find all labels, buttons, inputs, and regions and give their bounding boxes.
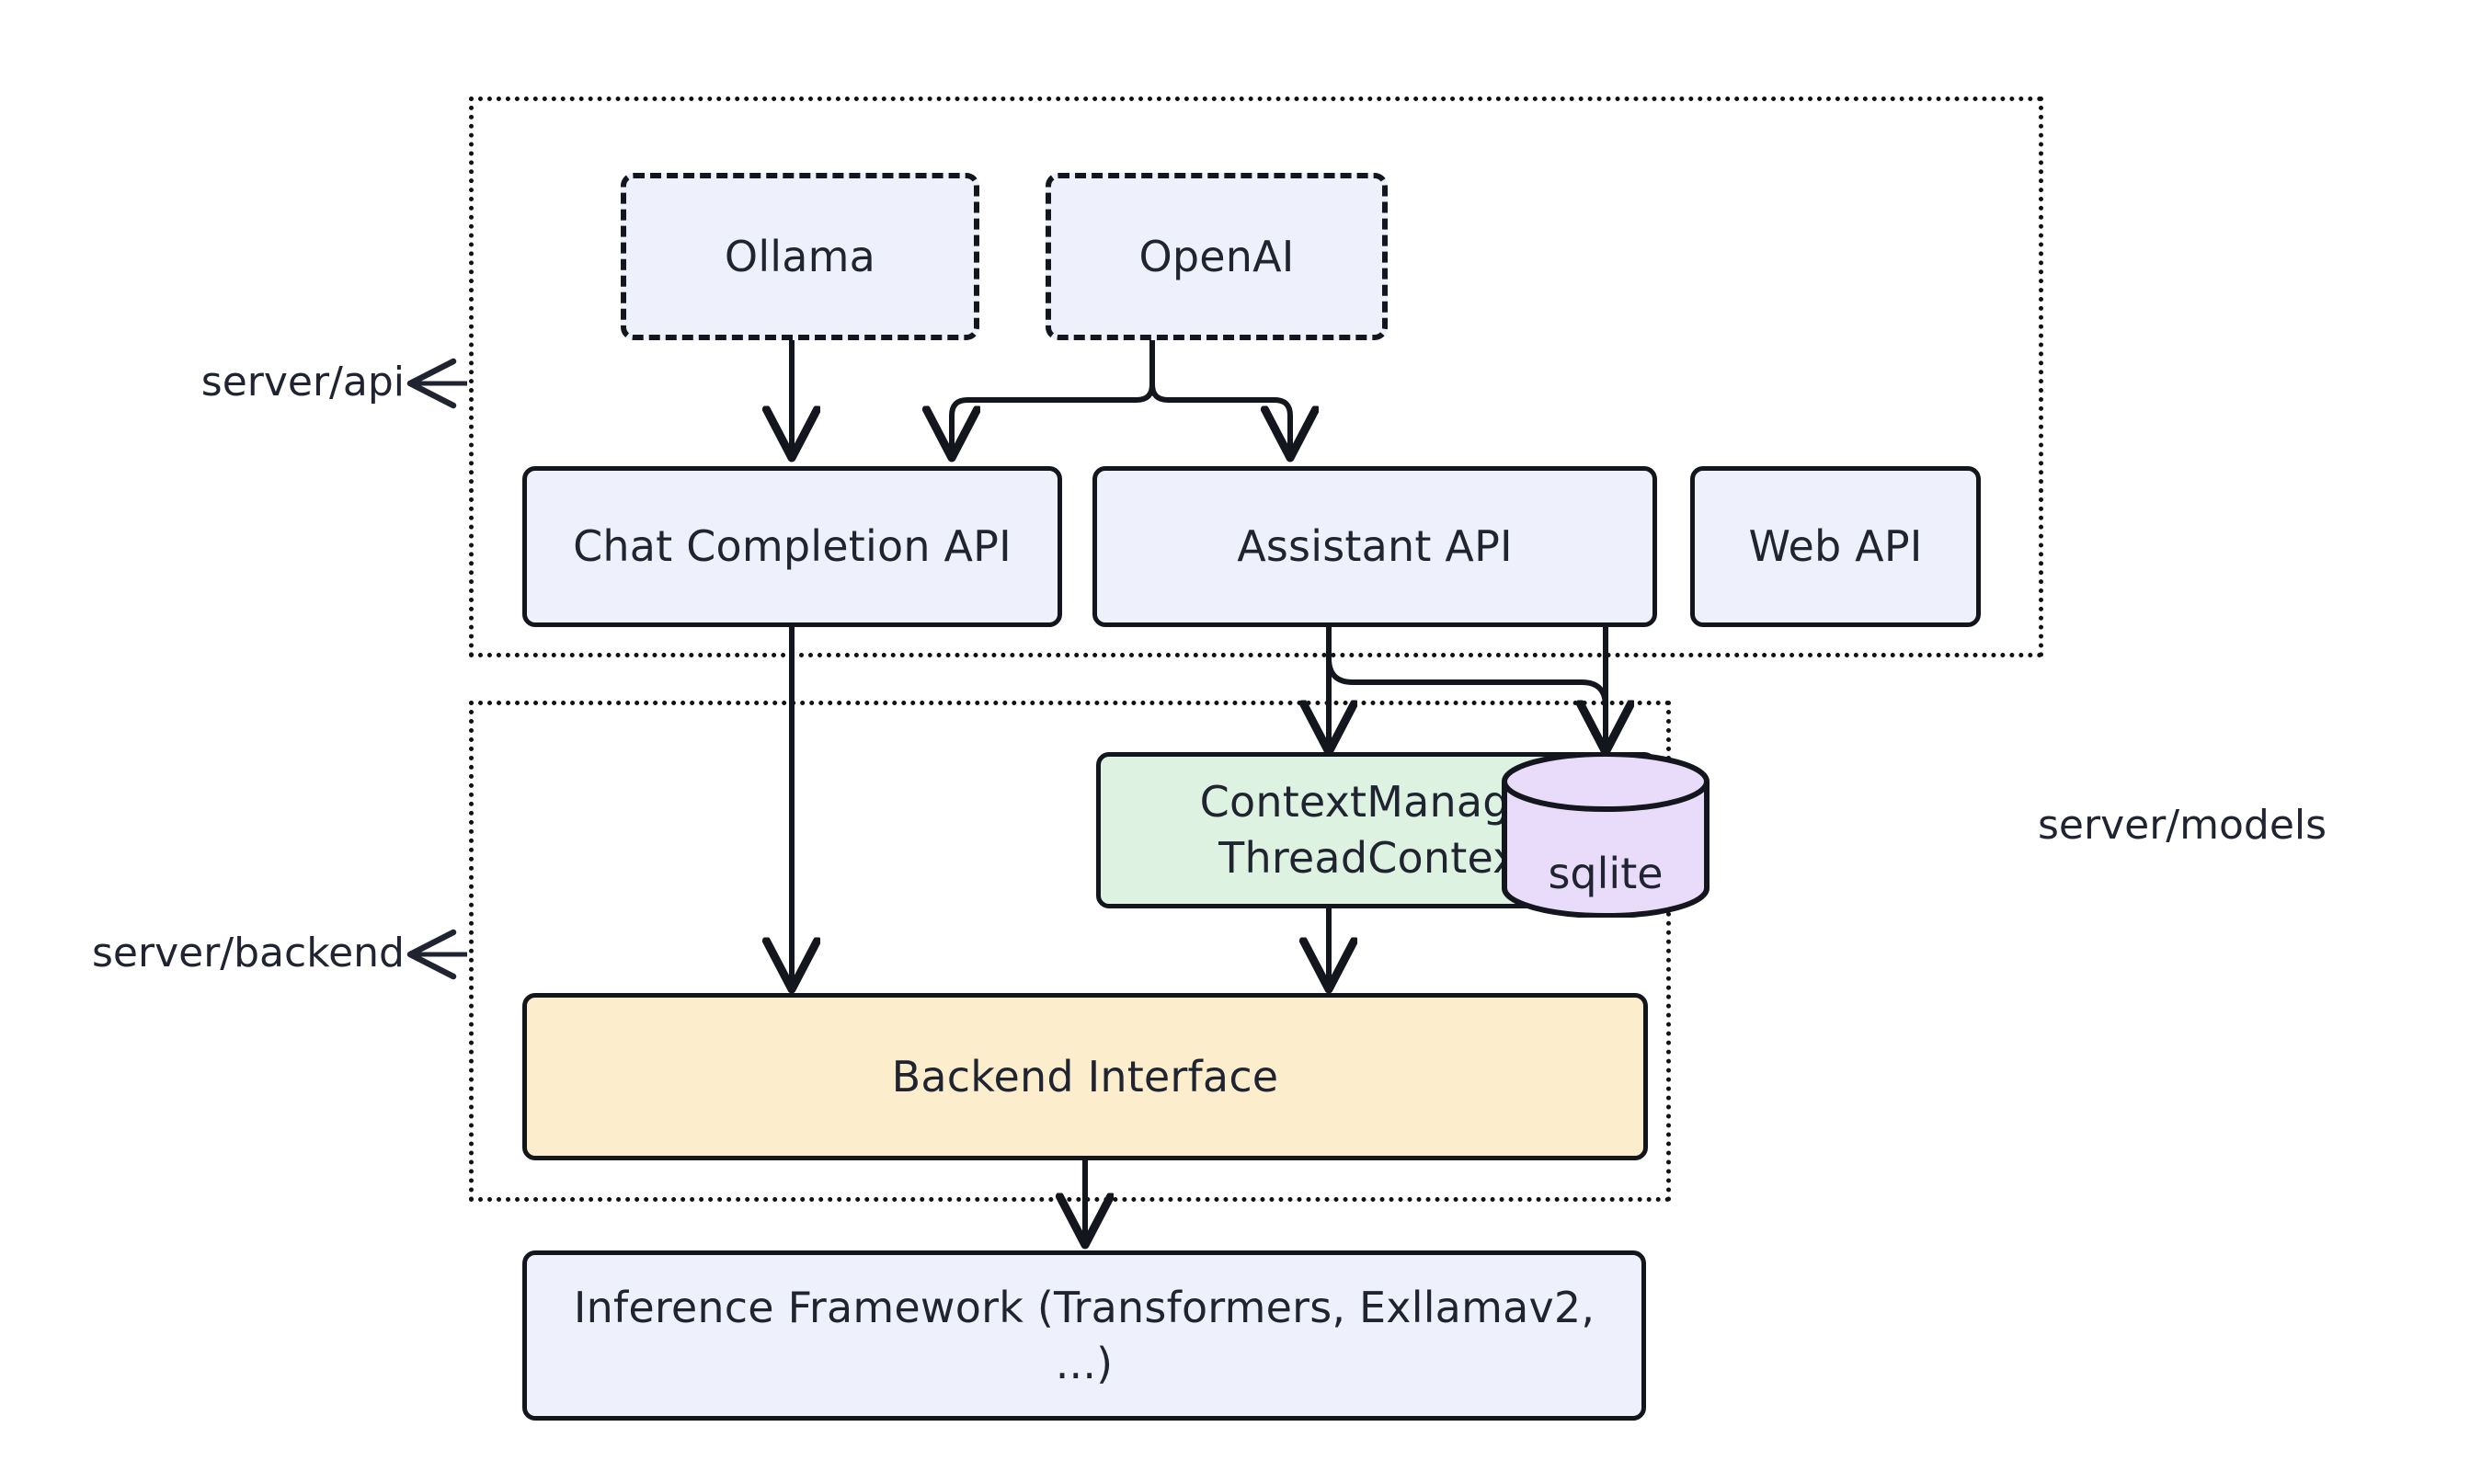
node-ollama[interactable]: Ollama	[621, 173, 979, 340]
node-context-manager-label: ContextManager ThreadContext	[1101, 774, 1652, 885]
group-label-server-api-text: server/api	[200, 359, 405, 405]
group-label-server-models: server/models	[2038, 802, 2327, 849]
node-inference-framework-label: Inference Framework (Transformers, Exlla…	[573, 1282, 1595, 1388]
node-openai[interactable]: OpenAI	[1046, 173, 1388, 340]
node-chat-completion-api[interactable]: Chat Completion API	[522, 466, 1062, 627]
group-label-server-api: server/api	[55, 359, 405, 405]
node-sqlite[interactable]: sqlite	[1499, 751, 1712, 919]
node-assistant-api[interactable]: Assistant API	[1092, 466, 1657, 627]
node-backend-interface[interactable]: Backend Interface	[522, 993, 1648, 1160]
group-label-server-models-text: server/models	[2038, 802, 2327, 849]
node-chat-completion-api-label: Chat Completion API	[573, 521, 1012, 572]
node-inference-framework[interactable]: Inference Framework (Transformers, Exlla…	[522, 1250, 1646, 1421]
node-backend-interface-label: Backend Interface	[891, 1051, 1279, 1102]
node-web-api[interactable]: Web API	[1690, 466, 1981, 627]
node-ollama-label: Ollama	[724, 231, 876, 281]
cylinder-shape	[1502, 751, 1710, 919]
group-label-server-backend: server/backend	[9, 930, 405, 976]
node-web-api-label: Web API	[1748, 521, 1923, 572]
node-openai-label: OpenAI	[1138, 231, 1295, 281]
node-context-manager-line2: ThreadContext	[1218, 833, 1535, 883]
group-server-api	[469, 97, 2043, 657]
node-context-manager-line1: ContextManager	[1199, 777, 1554, 828]
group-label-server-backend-text: server/backend	[92, 930, 405, 976]
node-assistant-api-label: Assistant API	[1237, 521, 1513, 572]
